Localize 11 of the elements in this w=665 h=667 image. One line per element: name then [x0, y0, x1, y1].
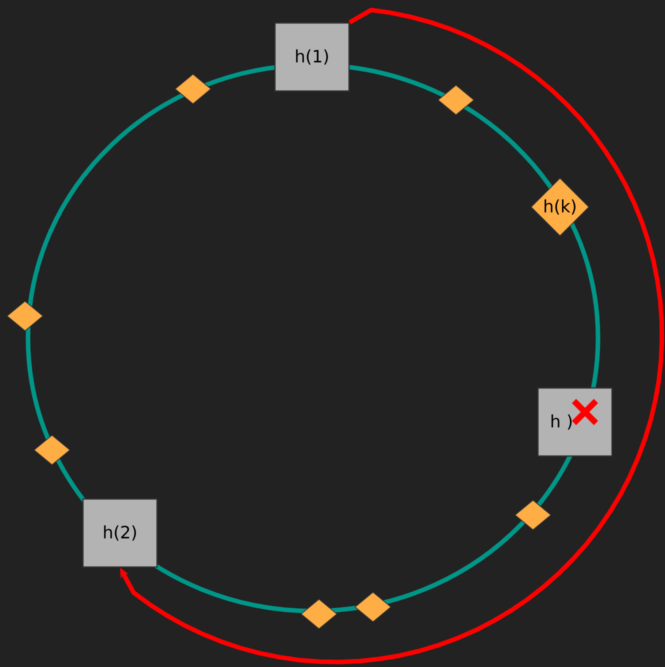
point-diamond — [438, 84, 474, 116]
point-diamond — [514, 500, 552, 530]
point-diamond — [34, 434, 70, 466]
arrow — [120, 8, 664, 664]
point-diamond — [174, 74, 212, 104]
point-diamond — [6, 300, 44, 332]
point-diamond — [300, 598, 338, 630]
server-box: h(2) — [82, 498, 158, 568]
server-box: h ) — [537, 387, 613, 457]
server-box: h(1) — [274, 22, 350, 92]
point-diamond — [354, 592, 392, 622]
